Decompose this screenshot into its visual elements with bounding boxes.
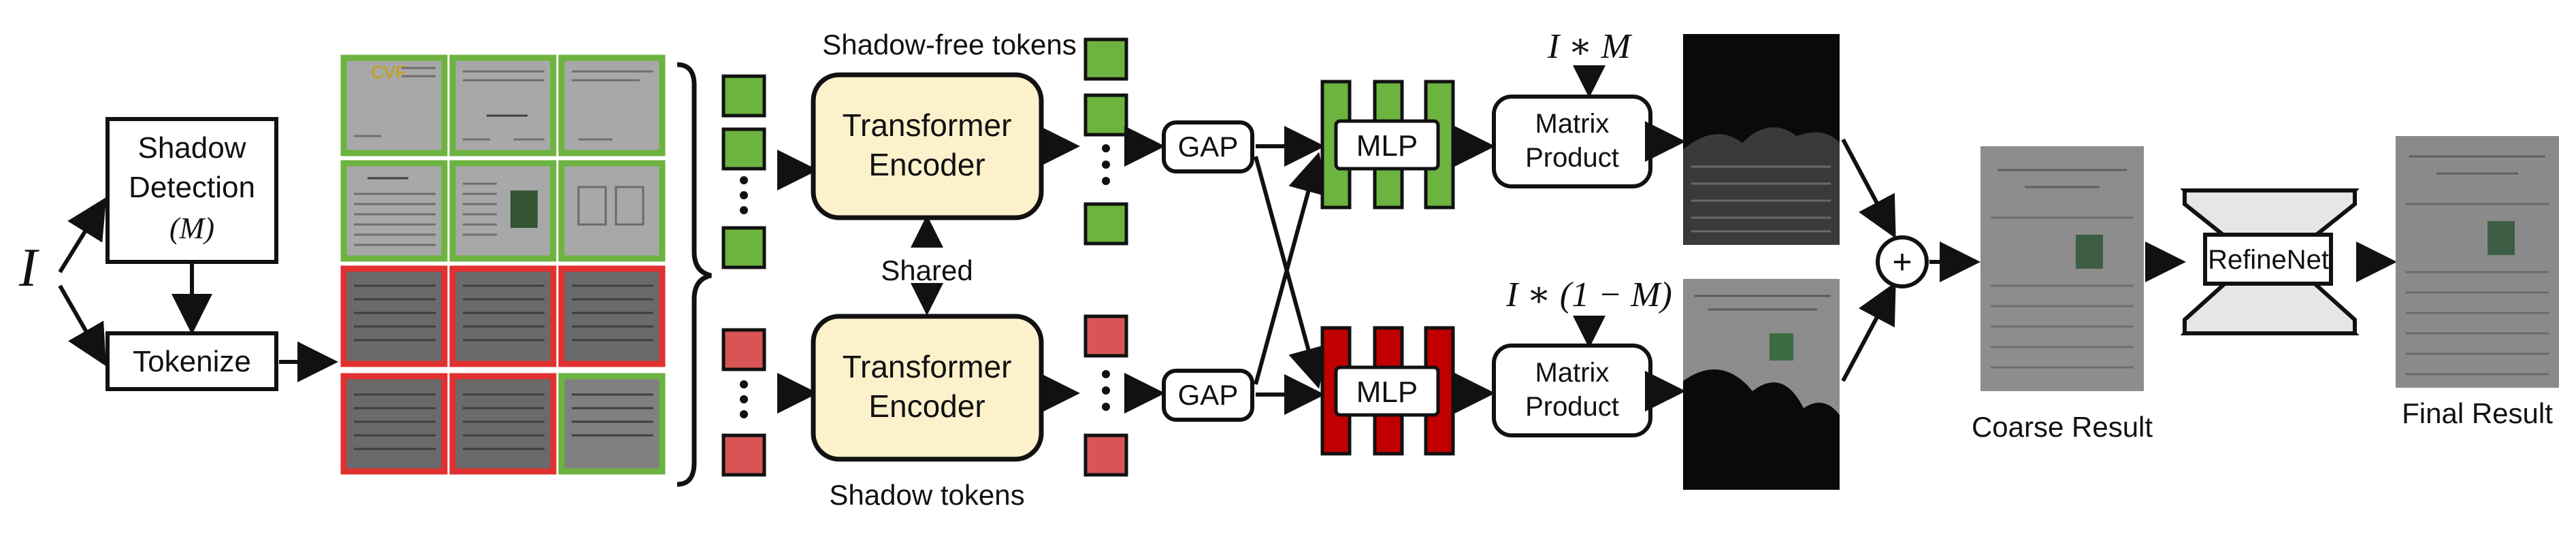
shadow-free-token — [721, 74, 766, 118]
bottom-input-tokens — [721, 328, 766, 477]
patch-tile — [558, 373, 666, 475]
input-symbol: I — [18, 238, 39, 298]
patch-tile — [449, 160, 557, 262]
shadow-token — [1083, 433, 1128, 477]
shadow-free-token — [1083, 202, 1128, 246]
shadow-free-region-image — [1683, 34, 1840, 245]
patch-tile — [449, 373, 557, 475]
svg-text:CVF: CVF — [371, 62, 406, 82]
refinenet-label: RefineNet — [2208, 245, 2329, 275]
input-to-detection-arrow — [58, 197, 107, 273]
final-result-image — [2396, 136, 2559, 388]
shadow-region-image — [1683, 279, 1840, 490]
final-result-label: Final Result — [2402, 397, 2553, 429]
top-gap-box — [1162, 120, 1254, 173]
patch-tile — [558, 265, 666, 367]
patch-tile — [558, 160, 666, 262]
input-to-tokenize-arrow — [58, 284, 106, 367]
patch-tile — [449, 265, 557, 367]
top-product-line2: Product — [1525, 143, 1619, 173]
bottom-image-to-plus-arrow — [1841, 282, 1896, 382]
shadow-token — [721, 328, 766, 371]
shadow-free-token — [721, 226, 766, 269]
top-gap-label: GAP — [1178, 131, 1239, 163]
patch-tile — [449, 54, 557, 156]
shadow-free-token — [1083, 37, 1128, 81]
shadow-free-token — [721, 127, 766, 171]
bottom-encoder-line2: Encoder — [868, 388, 985, 424]
bottom-mlp-label: MLP — [1356, 376, 1418, 409]
bottom-encoder-line1: Transformer — [843, 349, 1012, 384]
patch-tile — [340, 160, 448, 262]
top-output-tokens — [1083, 37, 1128, 246]
tokenize-box — [105, 331, 278, 391]
top-mlp: MLP — [1320, 80, 1455, 210]
shadow-free-tokens-label: Shadow-free tokens — [822, 29, 1077, 61]
shadow-tokens-label: Shadow tokens — [829, 479, 1024, 511]
top-product-line1: Matrix — [1535, 109, 1610, 139]
top-mlp-label: MLP — [1356, 129, 1418, 163]
top-operand-label: I ∗ M — [1547, 27, 1633, 66]
split-brace — [676, 62, 712, 487]
shared-label: Shared — [881, 254, 973, 286]
coarse-result-label: Coarse Result — [1972, 411, 2153, 443]
bottom-gap-label: GAP — [1178, 379, 1239, 411]
shadow-detection-box — [105, 117, 278, 264]
bottom-mlp: MLP — [1320, 326, 1455, 456]
top-transformer-encoder — [811, 72, 1044, 220]
bottom-gap-box — [1162, 369, 1254, 422]
top-encoder-line1: Transformer — [843, 107, 1012, 143]
top-input-tokens — [721, 74, 766, 269]
patch-tile: CVF — [340, 54, 448, 156]
bottom-operand-label: I ∗ (1 − M) — [1505, 276, 1672, 314]
patch-tile — [340, 265, 448, 367]
shadow-detection-line2: Detection — [129, 171, 255, 204]
tokenize-label: Tokenize — [133, 345, 251, 378]
gap-bottom-to-mlp-top-arrow — [1254, 152, 1328, 385]
coarse-result-image — [1980, 146, 2144, 391]
shadow-free-token — [1083, 93, 1128, 137]
bottom-product-line2: Product — [1525, 392, 1619, 422]
patch-tile — [558, 54, 666, 156]
patch-grid: CVF — [340, 54, 666, 475]
shadow-detection-line1: Shadow — [137, 131, 246, 165]
patch-tile — [340, 373, 448, 475]
bottom-transformer-encoder — [811, 314, 1044, 462]
shadow-detection-line3: (M) — [169, 212, 214, 245]
refinenet-box — [2203, 233, 2333, 286]
shadow-token — [1083, 314, 1128, 358]
bottom-product-line1: Matrix — [1535, 358, 1610, 388]
bottom-output-tokens — [1083, 314, 1128, 477]
top-image-to-plus-arrow — [1841, 138, 1896, 239]
top-encoder-line2: Encoder — [868, 147, 985, 182]
shadow-token — [721, 433, 766, 477]
plus-symbol: + — [1892, 243, 1912, 281]
sum-circle — [1876, 235, 1929, 288]
